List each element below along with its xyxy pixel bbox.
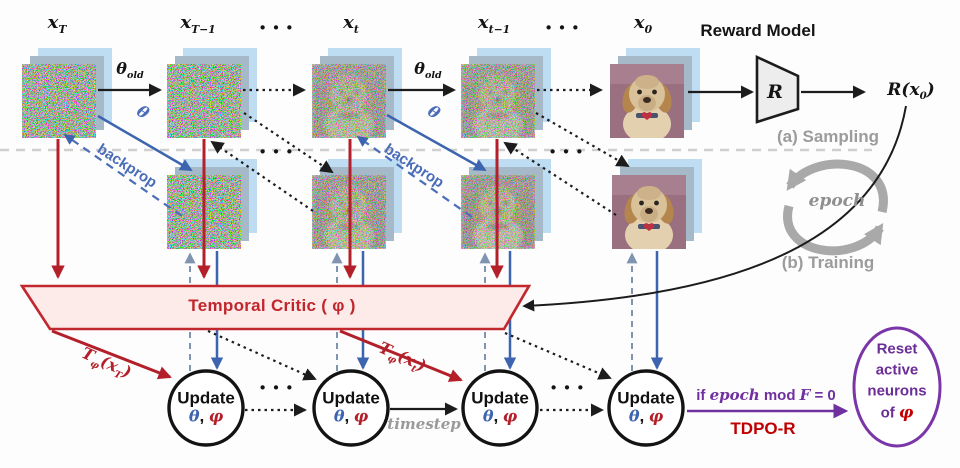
label-sampling: (a) Sampling [776,127,880,146]
epoch-cycle-icon [783,159,888,256]
backprop-arrows [63,134,473,218]
label-xT: xT [47,12,67,36]
label-theta-old-1: θold [116,58,144,82]
reward-model-title: Reward Model [700,21,816,40]
reset-condition-arrow [687,326,942,448]
temporal-critic-label: Temporal Critic ( φ ) [188,296,356,315]
noisy-dog-image [312,64,386,138]
reset-neurons-label: Reset active neurons of φ [867,340,927,422]
reward-model-r: R [767,81,783,103]
reward-model-shape [755,54,800,124]
image-xT1 [167,48,259,140]
update-node-4: Update θ, φ [617,388,675,426]
label-xT-1: xT−1 [180,12,216,36]
ellipsis-mid-2: • • • [549,143,585,161]
image-x0 [610,48,702,140]
label-epoch: epoch [808,191,866,211]
ellipsis-bottom-1: • • • [259,379,295,397]
ellipsis-bottom-2: • • • [550,379,586,397]
image-train-xt1 [461,159,553,251]
noise-image [167,64,241,138]
reward-feedback-curve [522,105,907,312]
label-r-x0: R(x0) [887,79,935,103]
dotted-arrows [207,83,630,417]
image-train-x0 [612,159,704,251]
image-xt [312,48,404,140]
image-xT [22,48,114,140]
update-nodes [167,369,685,447]
noise-image [22,64,96,138]
label-x0: x0 [633,12,653,36]
label-training: (b) Training [781,253,875,272]
theta-old-arrows [98,83,866,416]
label-timestep: timestep [387,415,461,433]
critic-input-red-arrows [51,139,504,382]
ellipsis-top-1: • • • [259,19,295,37]
temporal-critic-shape [19,284,532,331]
label-theta-old-2: θold [414,58,442,82]
ellipsis-top-2: • • • [545,19,581,37]
label-xt-1: xt−1 [477,12,511,36]
noisy-dog-image [461,64,535,138]
theta-arrows [97,113,487,172]
label-tdpo-r: TDPO-R [730,419,796,438]
label-xt: xt [343,12,359,36]
update-node-3: Update θ, φ [471,388,529,426]
ellipsis-mid-1: • • • [259,143,295,161]
update-node-2: Update θ, φ [322,388,380,426]
reset-ellipse [852,326,942,448]
image-xt1 [461,48,553,140]
label-reset-condition: if epoch mod F = 0 [696,386,836,404]
update-node-1: Update θ, φ [177,388,235,426]
